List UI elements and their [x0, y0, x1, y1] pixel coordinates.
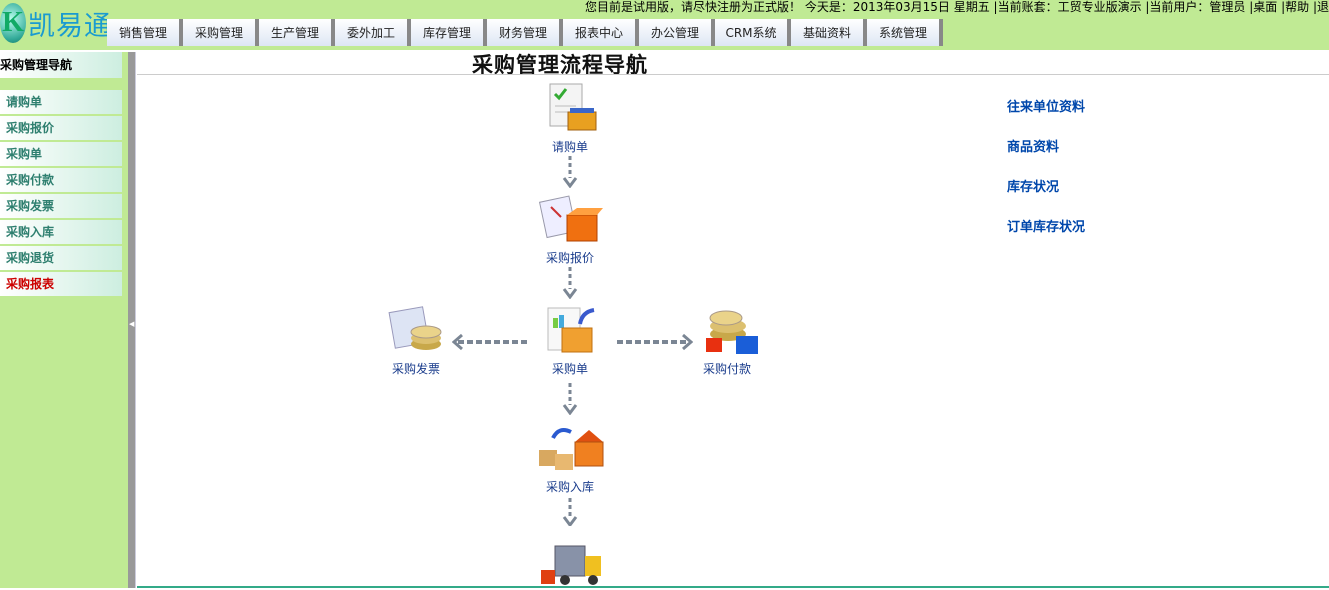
sidebar-item-return[interactable]: 采购退货: [0, 246, 122, 272]
flow-label: 采购报价: [545, 251, 594, 265]
tab-production[interactable]: 生产管理: [259, 19, 335, 46]
payment-icon: [706, 310, 758, 354]
tab-reports[interactable]: 报表中心: [563, 19, 639, 46]
sidebar-splitter[interactable]: ◀: [128, 52, 136, 588]
order-icon: [547, 307, 595, 353]
flow-label: 采购入库: [545, 480, 594, 494]
flow-inbound[interactable]: 采购入库: [530, 422, 610, 495]
sidebar-item-invoice[interactable]: 采购发票: [0, 194, 122, 220]
page-title: 采购管理流程导航: [472, 52, 648, 77]
truck-icon: [541, 545, 601, 585]
sidebar: 采购管理导航 请购单 采购报价 采购单 采购付款 采购发票 采购入库 采购退货 …: [0, 52, 128, 588]
flow-label: 采购付款: [702, 362, 751, 376]
main-nav-tabs: 销售管理 采购管理 生产管理 委外加工 库存管理 财务管理 报表中心 办公管理 …: [107, 19, 943, 46]
requisition-icon: [549, 83, 597, 131]
tab-inventory[interactable]: 库存管理: [411, 19, 487, 46]
flow-quote[interactable]: 采购报价: [530, 193, 610, 266]
logo-mark: K: [0, 3, 26, 43]
sidebar-item-order[interactable]: 采购单: [0, 142, 122, 168]
sidebar-item-quote[interactable]: 采购报价: [0, 116, 122, 142]
flow-requisition[interactable]: 请购单: [530, 82, 610, 155]
arrow-left-icon: [452, 333, 528, 351]
divider: [137, 74, 1329, 75]
logo-text: 凯易通: [28, 10, 112, 42]
tab-sales[interactable]: 销售管理: [107, 19, 183, 46]
quote-icon: [538, 195, 603, 242]
tab-basic-data[interactable]: 基础资料: [791, 19, 867, 46]
arrow-right-icon: [617, 333, 693, 351]
link-stock-status[interactable]: 库存状况: [1007, 180, 1060, 195]
flow-label: 请购单: [551, 140, 588, 154]
link-products[interactable]: 商品资料: [1007, 140, 1060, 155]
tab-purchase[interactable]: 采购管理: [183, 19, 259, 46]
tab-office[interactable]: 办公管理: [639, 19, 715, 46]
tab-crm[interactable]: CRM系统: [715, 19, 791, 46]
invoice-icon: [388, 306, 442, 350]
flow-return[interactable]: [530, 540, 610, 590]
flow-label: 采购单: [551, 362, 588, 376]
flow-label: 采购发票: [391, 362, 440, 376]
sidebar-item-report[interactable]: 采购报表: [0, 272, 122, 298]
top-info-bar[interactable]: 您目前是试用版，请尽快注册为正式版！ 今天是：2013年03月15日 星期五 |…: [585, 0, 1329, 14]
inbound-icon: [539, 428, 604, 470]
flow-payment[interactable]: 采购付款: [687, 304, 767, 377]
sidebar-item-inbound[interactable]: 采购入库: [0, 220, 122, 246]
flow-invoice[interactable]: 采购发票: [376, 304, 456, 377]
arrow-down-icon: [562, 498, 578, 526]
arrow-down-icon: [562, 383, 578, 415]
tab-finance[interactable]: 财务管理: [487, 19, 563, 46]
tab-system[interactable]: 系统管理: [867, 19, 943, 46]
sidebar-item-payment[interactable]: 采购付款: [0, 168, 122, 194]
sidebar-item-requisition[interactable]: 请购单: [0, 90, 122, 116]
arrow-down-icon: [562, 156, 578, 188]
arrow-down-icon: [562, 267, 578, 299]
link-order-stock-status[interactable]: 订单库存状况: [1007, 220, 1086, 235]
flow-order[interactable]: 采购单: [530, 304, 610, 377]
sidebar-title: 采购管理导航: [0, 52, 122, 78]
tab-outsourcing[interactable]: 委外加工: [335, 19, 411, 46]
link-partners[interactable]: 往来单位资料: [1007, 100, 1086, 115]
main-content: 采购管理流程导航 请购单 采购报价 采购单 采购发票 采购付款 采购入库 往来单…: [137, 52, 1329, 588]
collapse-arrow-icon[interactable]: ◀: [129, 320, 135, 328]
